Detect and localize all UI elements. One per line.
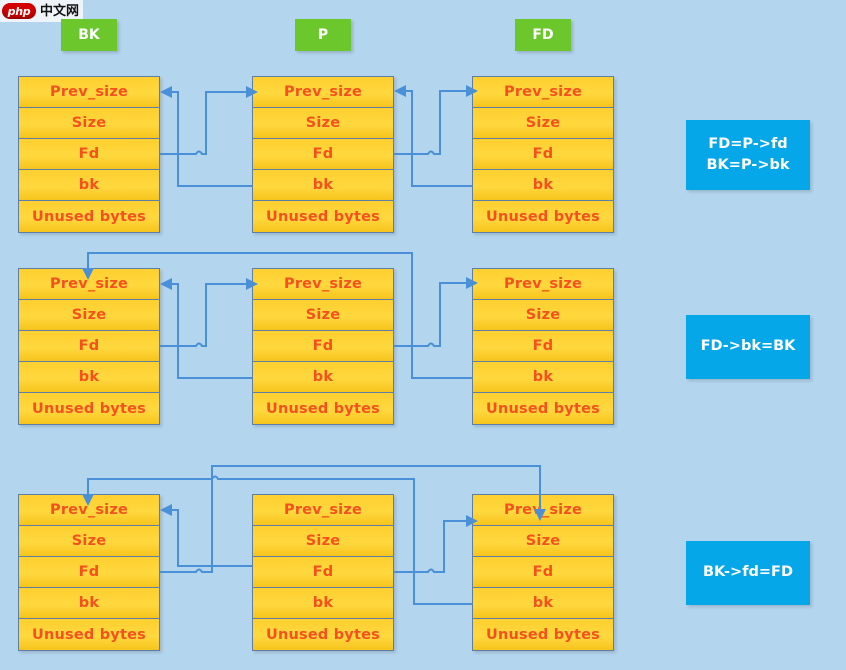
row1-p-fd-to-fd xyxy=(394,85,478,155)
field-bk: bk xyxy=(19,588,159,619)
row2-bk-fd-to-p xyxy=(160,278,258,347)
field-fd: Fd xyxy=(473,139,613,170)
row-3-chunk-fd: Prev_size Size Fd bk Unused bytes xyxy=(472,494,614,651)
field-unused: Unused bytes xyxy=(473,201,613,232)
field-unused: Unused bytes xyxy=(473,619,613,650)
field-bk: bk xyxy=(253,362,393,393)
field-bk: bk xyxy=(253,170,393,201)
note-row-3: BK->fd=FD xyxy=(686,541,810,605)
field-prev-size: Prev_size xyxy=(253,77,393,108)
field-prev-size: Prev_size xyxy=(19,495,159,526)
field-size: Size xyxy=(253,526,393,557)
field-size: Size xyxy=(19,300,159,331)
field-bk: bk xyxy=(19,362,159,393)
row1-bk-fd-to-p xyxy=(160,86,258,155)
row-1-chunk-bk: Prev_size Size Fd bk Unused bytes xyxy=(18,76,160,233)
field-size: Size xyxy=(473,526,613,557)
field-size: Size xyxy=(253,108,393,139)
row-1-chunk-p: Prev_size Size Fd bk Unused bytes xyxy=(252,76,394,233)
field-size: Size xyxy=(19,526,159,557)
chip-bk: BK xyxy=(61,19,117,51)
field-unused: Unused bytes xyxy=(253,393,393,424)
field-prev-size: Prev_size xyxy=(473,495,613,526)
field-unused: Unused bytes xyxy=(19,393,159,424)
field-unused: Unused bytes xyxy=(253,619,393,650)
row2-p-fd-to-fd xyxy=(394,277,478,347)
field-size: Size xyxy=(19,108,159,139)
note-row-1-line-1: FD=P->fd xyxy=(708,135,788,152)
row3-p-bk-to-bk xyxy=(160,504,252,567)
field-prev-size: Prev_size xyxy=(253,269,393,300)
field-fd: Fd xyxy=(19,139,159,170)
field-fd: Fd xyxy=(253,331,393,362)
note-row-1: FD=P->fd BK=P->bk xyxy=(686,120,810,190)
field-fd: Fd xyxy=(19,331,159,362)
field-fd: Fd xyxy=(253,139,393,170)
row-2-chunk-p: Prev_size Size Fd bk Unused bytes xyxy=(252,268,394,425)
note-row-3-line-1: BK->fd=FD xyxy=(703,564,793,581)
field-bk: bk xyxy=(253,588,393,619)
row-3-chunk-bk: Prev_size Size Fd bk Unused bytes xyxy=(18,494,160,651)
field-fd: Fd xyxy=(253,557,393,588)
chip-bk-label: BK xyxy=(78,27,100,43)
row3-p-fd-to-fd xyxy=(394,515,478,573)
field-bk: bk xyxy=(473,362,613,393)
row-2-chunk-fd: Prev_size Size Fd bk Unused bytes xyxy=(472,268,614,425)
row-2-chunk-bk: Prev_size Size Fd bk Unused bytes xyxy=(18,268,160,425)
field-fd: Fd xyxy=(473,557,613,588)
watermark-site-text: 中文网 xyxy=(40,3,80,19)
field-size: Size xyxy=(473,108,613,139)
field-bk: bk xyxy=(473,170,613,201)
chip-fd-label: FD xyxy=(532,27,554,43)
note-row-2: FD->bk=BK xyxy=(686,315,810,379)
note-row-1-line-2: BK=P->bk xyxy=(706,157,790,173)
row-1-chunk-fd: Prev_size Size Fd bk Unused bytes xyxy=(472,76,614,233)
field-size: Size xyxy=(473,300,613,331)
field-fd: Fd xyxy=(473,331,613,362)
field-unused: Unused bytes xyxy=(473,393,613,424)
chip-p-label: P xyxy=(317,27,329,43)
row1-p-bk-to-bk xyxy=(160,86,252,187)
field-size: Size xyxy=(253,300,393,331)
field-prev-size: Prev_size xyxy=(253,495,393,526)
field-unused: Unused bytes xyxy=(19,201,159,232)
chip-p: P xyxy=(295,19,351,51)
note-row-2-line-1: FD->bk=BK xyxy=(700,338,796,355)
php-watermark: php 中文网 xyxy=(0,0,84,22)
php-logo-icon: php xyxy=(2,3,36,19)
field-unused: Unused bytes xyxy=(253,201,393,232)
field-prev-size: Prev_size xyxy=(473,77,613,108)
field-prev-size: Prev_size xyxy=(19,269,159,300)
field-bk: bk xyxy=(19,170,159,201)
row-3-chunk-p: Prev_size Size Fd bk Unused bytes xyxy=(252,494,394,651)
field-fd: Fd xyxy=(19,557,159,588)
field-prev-size: Prev_size xyxy=(19,77,159,108)
field-bk: bk xyxy=(473,588,613,619)
field-prev-size: Prev_size xyxy=(473,269,613,300)
field-unused: Unused bytes xyxy=(19,619,159,650)
row1-fd-bk-to-p xyxy=(394,85,472,187)
chip-fd: FD xyxy=(515,19,571,51)
row2-p-bk-to-bk xyxy=(160,278,252,379)
